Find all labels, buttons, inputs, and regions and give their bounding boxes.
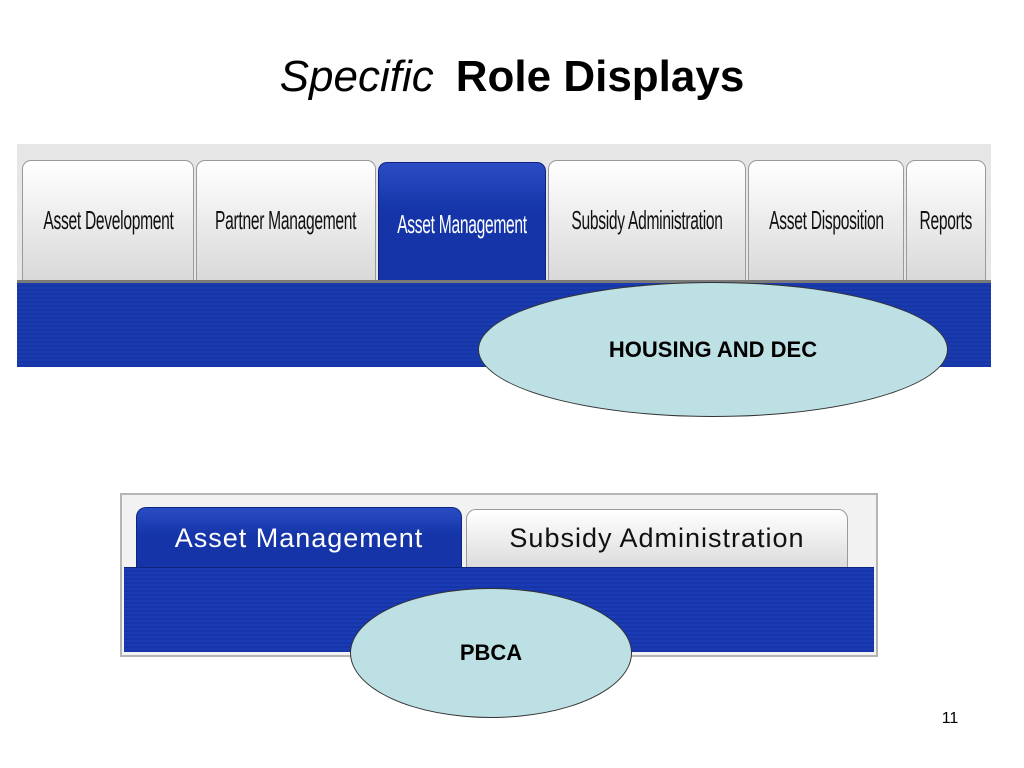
callout-pbca: PBCA: [350, 588, 632, 718]
tab-label: Asset Disposition: [768, 205, 884, 235]
tab-reports[interactable]: Reports: [906, 160, 986, 280]
tab-label: Subsidy Administration: [509, 523, 805, 553]
tab-label: Reports: [919, 205, 973, 235]
page-number: 11: [941, 710, 959, 727]
tab-label: Asset Development: [42, 205, 174, 235]
tab-label: Subsidy Administration: [571, 205, 723, 235]
callout-housing-and-dec: HOUSING AND DEC: [478, 282, 948, 417]
tab-subsidy-administration[interactable]: Subsidy Administration: [466, 509, 848, 567]
slide-title-italic: Specific: [279, 52, 434, 101]
callout-text: PBCA: [459, 640, 523, 665]
tab-asset-disposition[interactable]: Asset Disposition: [748, 160, 904, 280]
tab-subsidy-administration[interactable]: Subsidy Administration: [548, 160, 746, 280]
tab-label: Asset Management: [174, 523, 424, 553]
tab-asset-management[interactable]: Asset Management: [136, 507, 462, 569]
tab-asset-management[interactable]: Asset Management: [378, 162, 546, 286]
slide-title: Specific Role Displays: [0, 52, 1024, 102]
tab-label: Asset Management: [397, 209, 527, 239]
tab-asset-development[interactable]: Asset Development: [22, 160, 194, 280]
tab-label: Partner Management: [215, 205, 357, 235]
tab-partner-management[interactable]: Partner Management: [196, 160, 376, 280]
slide-title-bold: Role Displays: [455, 52, 745, 101]
callout-text: HOUSING AND DEC: [608, 336, 818, 362]
